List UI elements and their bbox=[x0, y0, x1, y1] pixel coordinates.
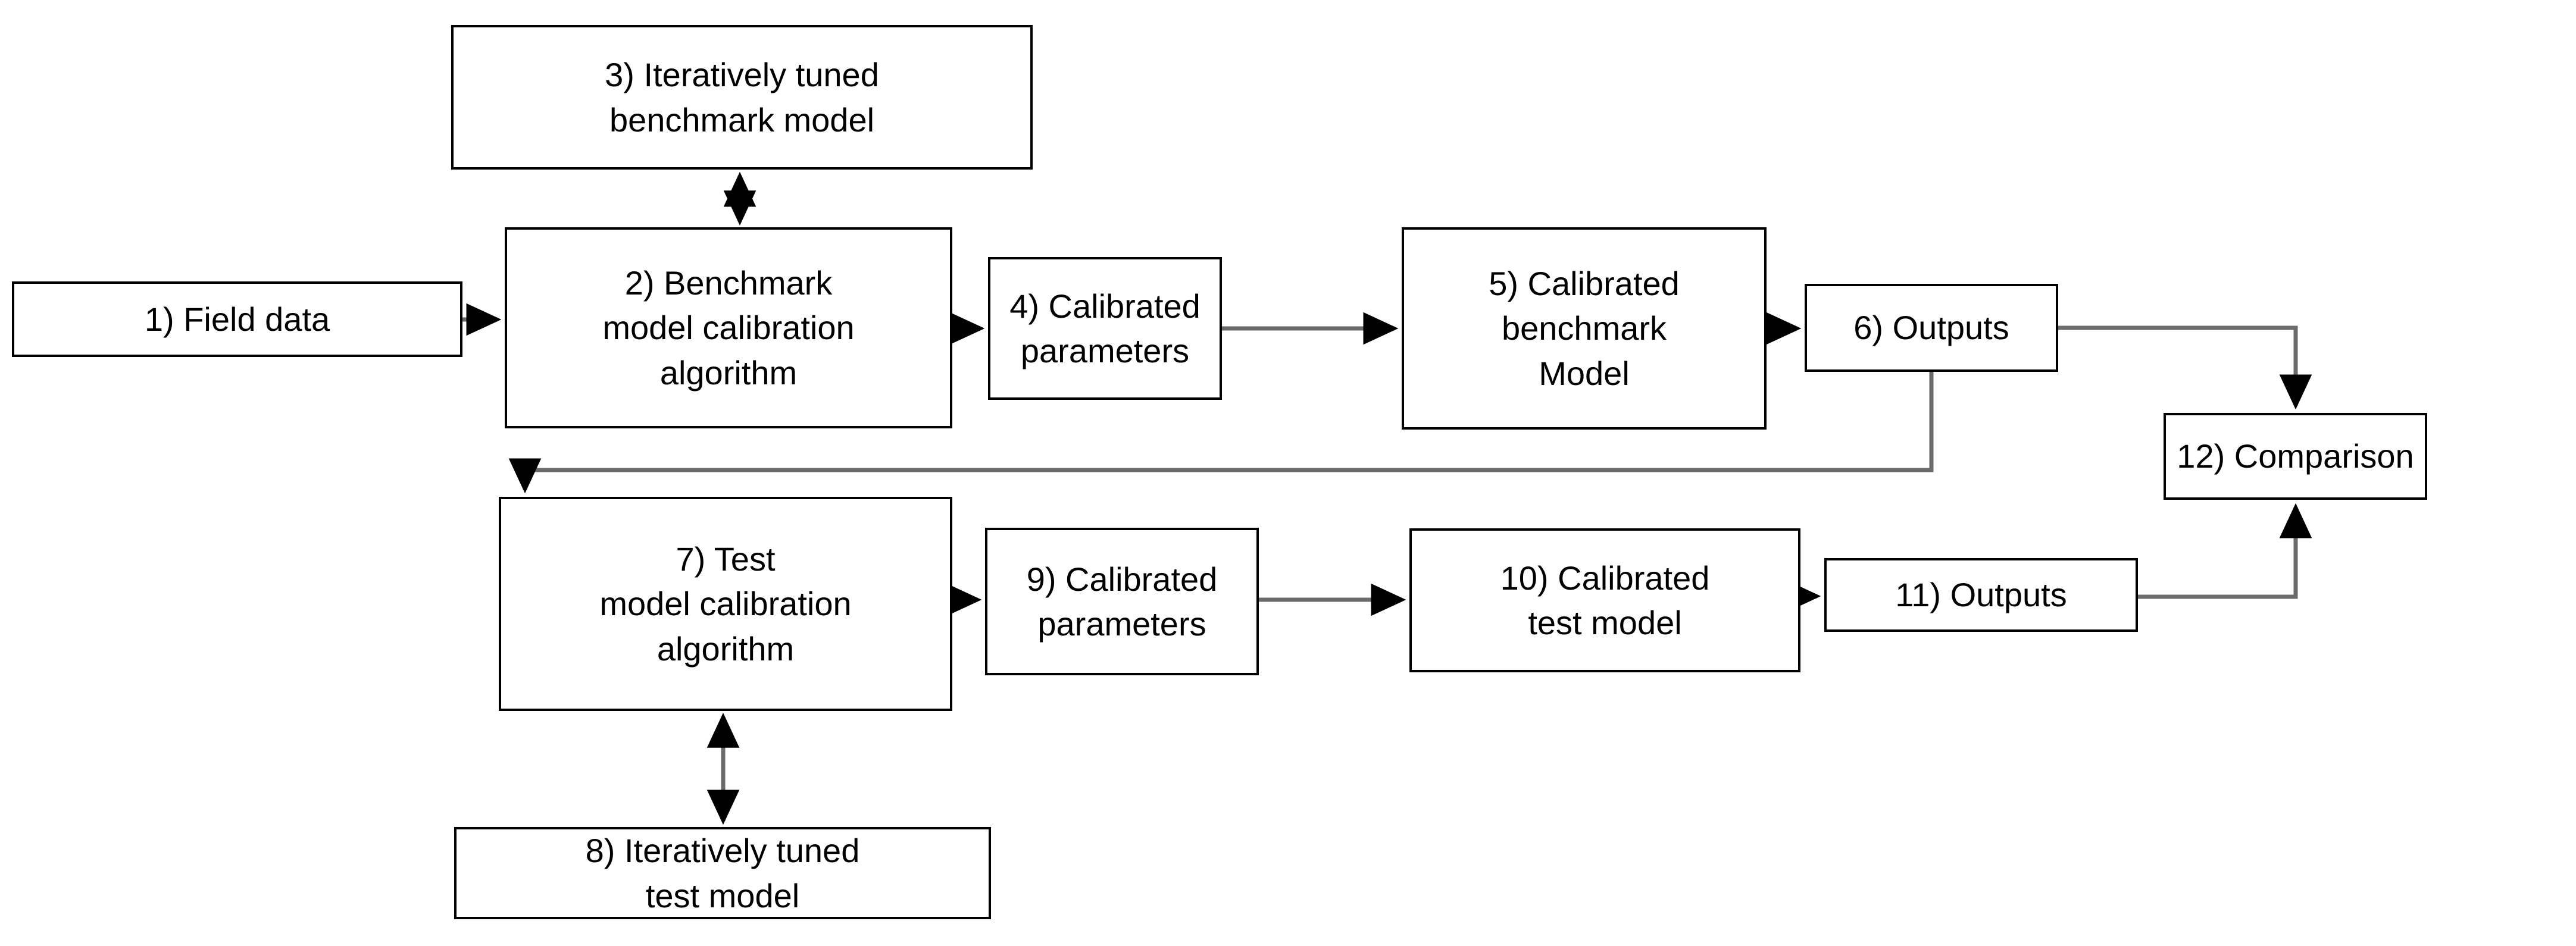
node-iteratively-tuned-test-model[interactable]: 8) Iteratively tuned test model bbox=[454, 827, 991, 919]
node-test-outputs[interactable]: 11) Outputs bbox=[1824, 558, 2138, 632]
node-iteratively-tuned-benchmark-model[interactable]: 3) Iteratively tuned benchmark model bbox=[451, 25, 1033, 170]
node-test-outputs-label: 11) Outputs bbox=[1895, 576, 2067, 614]
node-benchmark-model-calibration-algorithm[interactable]: 2) Benchmark model calibration algorithm bbox=[505, 227, 952, 428]
node-calibrated-benchmark-model-label: 5) Calibrated benchmark Model bbox=[1489, 265, 1680, 392]
node-calibrated-parameters-benchmark[interactable]: 4) Calibrated parameters bbox=[988, 257, 1222, 400]
node-test-model-calibration-algorithm-label: 7) Test model calibration algorithm bbox=[599, 540, 852, 668]
node-calibrated-parameters-test-label: 9) Calibrated parameters bbox=[1026, 560, 1218, 643]
node-benchmark-model-calibration-algorithm-label: 2) Benchmark model calibration algorithm bbox=[602, 264, 855, 391]
edge-benchmark-outputs-to-comparison bbox=[2058, 325, 2312, 410]
node-comparison-label: 12) Comparison bbox=[2177, 437, 2414, 475]
node-calibrated-benchmark-model[interactable]: 5) Calibrated benchmark Model bbox=[1402, 227, 1767, 430]
node-test-model-calibration-algorithm[interactable]: 7) Test model calibration algorithm bbox=[499, 497, 952, 711]
node-field-data-label: 1) Field data bbox=[144, 300, 330, 338]
node-calibrated-parameters-test[interactable]: 9) Calibrated parameters bbox=[985, 528, 1259, 675]
node-field-data[interactable]: 1) Field data bbox=[12, 281, 462, 357]
node-calibrated-test-model-label: 10) Calibrated test model bbox=[1500, 559, 1710, 641]
node-calibrated-test-model[interactable]: 10) Calibrated test model bbox=[1409, 528, 1800, 672]
edge-test-outputs-to-comparison bbox=[2138, 503, 2312, 599]
node-iteratively-tuned-benchmark-model-label: 3) Iteratively tuned benchmark model bbox=[605, 56, 879, 139]
node-comparison[interactable]: 12) Comparison bbox=[2164, 413, 2427, 500]
node-benchmark-outputs[interactable]: 6) Outputs bbox=[1805, 284, 2058, 372]
node-iteratively-tuned-test-model-label: 8) Iteratively tuned test model bbox=[585, 832, 860, 914]
node-benchmark-outputs-label: 6) Outputs bbox=[1853, 309, 2009, 347]
node-calibrated-parameters-benchmark-label: 4) Calibrated parameters bbox=[1009, 287, 1201, 369]
